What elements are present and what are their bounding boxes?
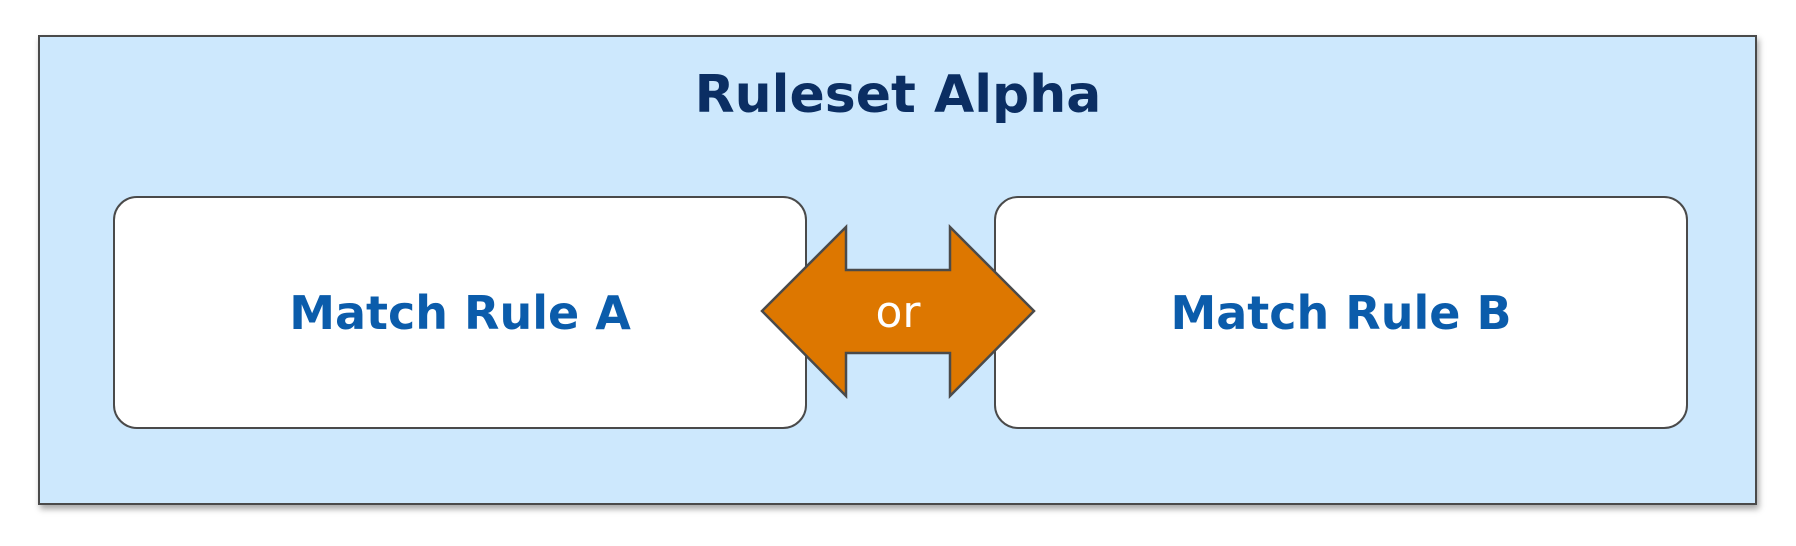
match-rule-b-label: Match Rule B: [1170, 286, 1512, 340]
or-label: or: [875, 287, 921, 338]
match-rule-a-box: [113, 196, 807, 429]
double-arrow-shape: [760, 223, 1036, 400]
ruleset-title: Ruleset Alpha: [694, 65, 1102, 125]
match-rule-a-label: Match Rule A: [289, 286, 631, 340]
match-rule-b-box: [994, 196, 1688, 429]
